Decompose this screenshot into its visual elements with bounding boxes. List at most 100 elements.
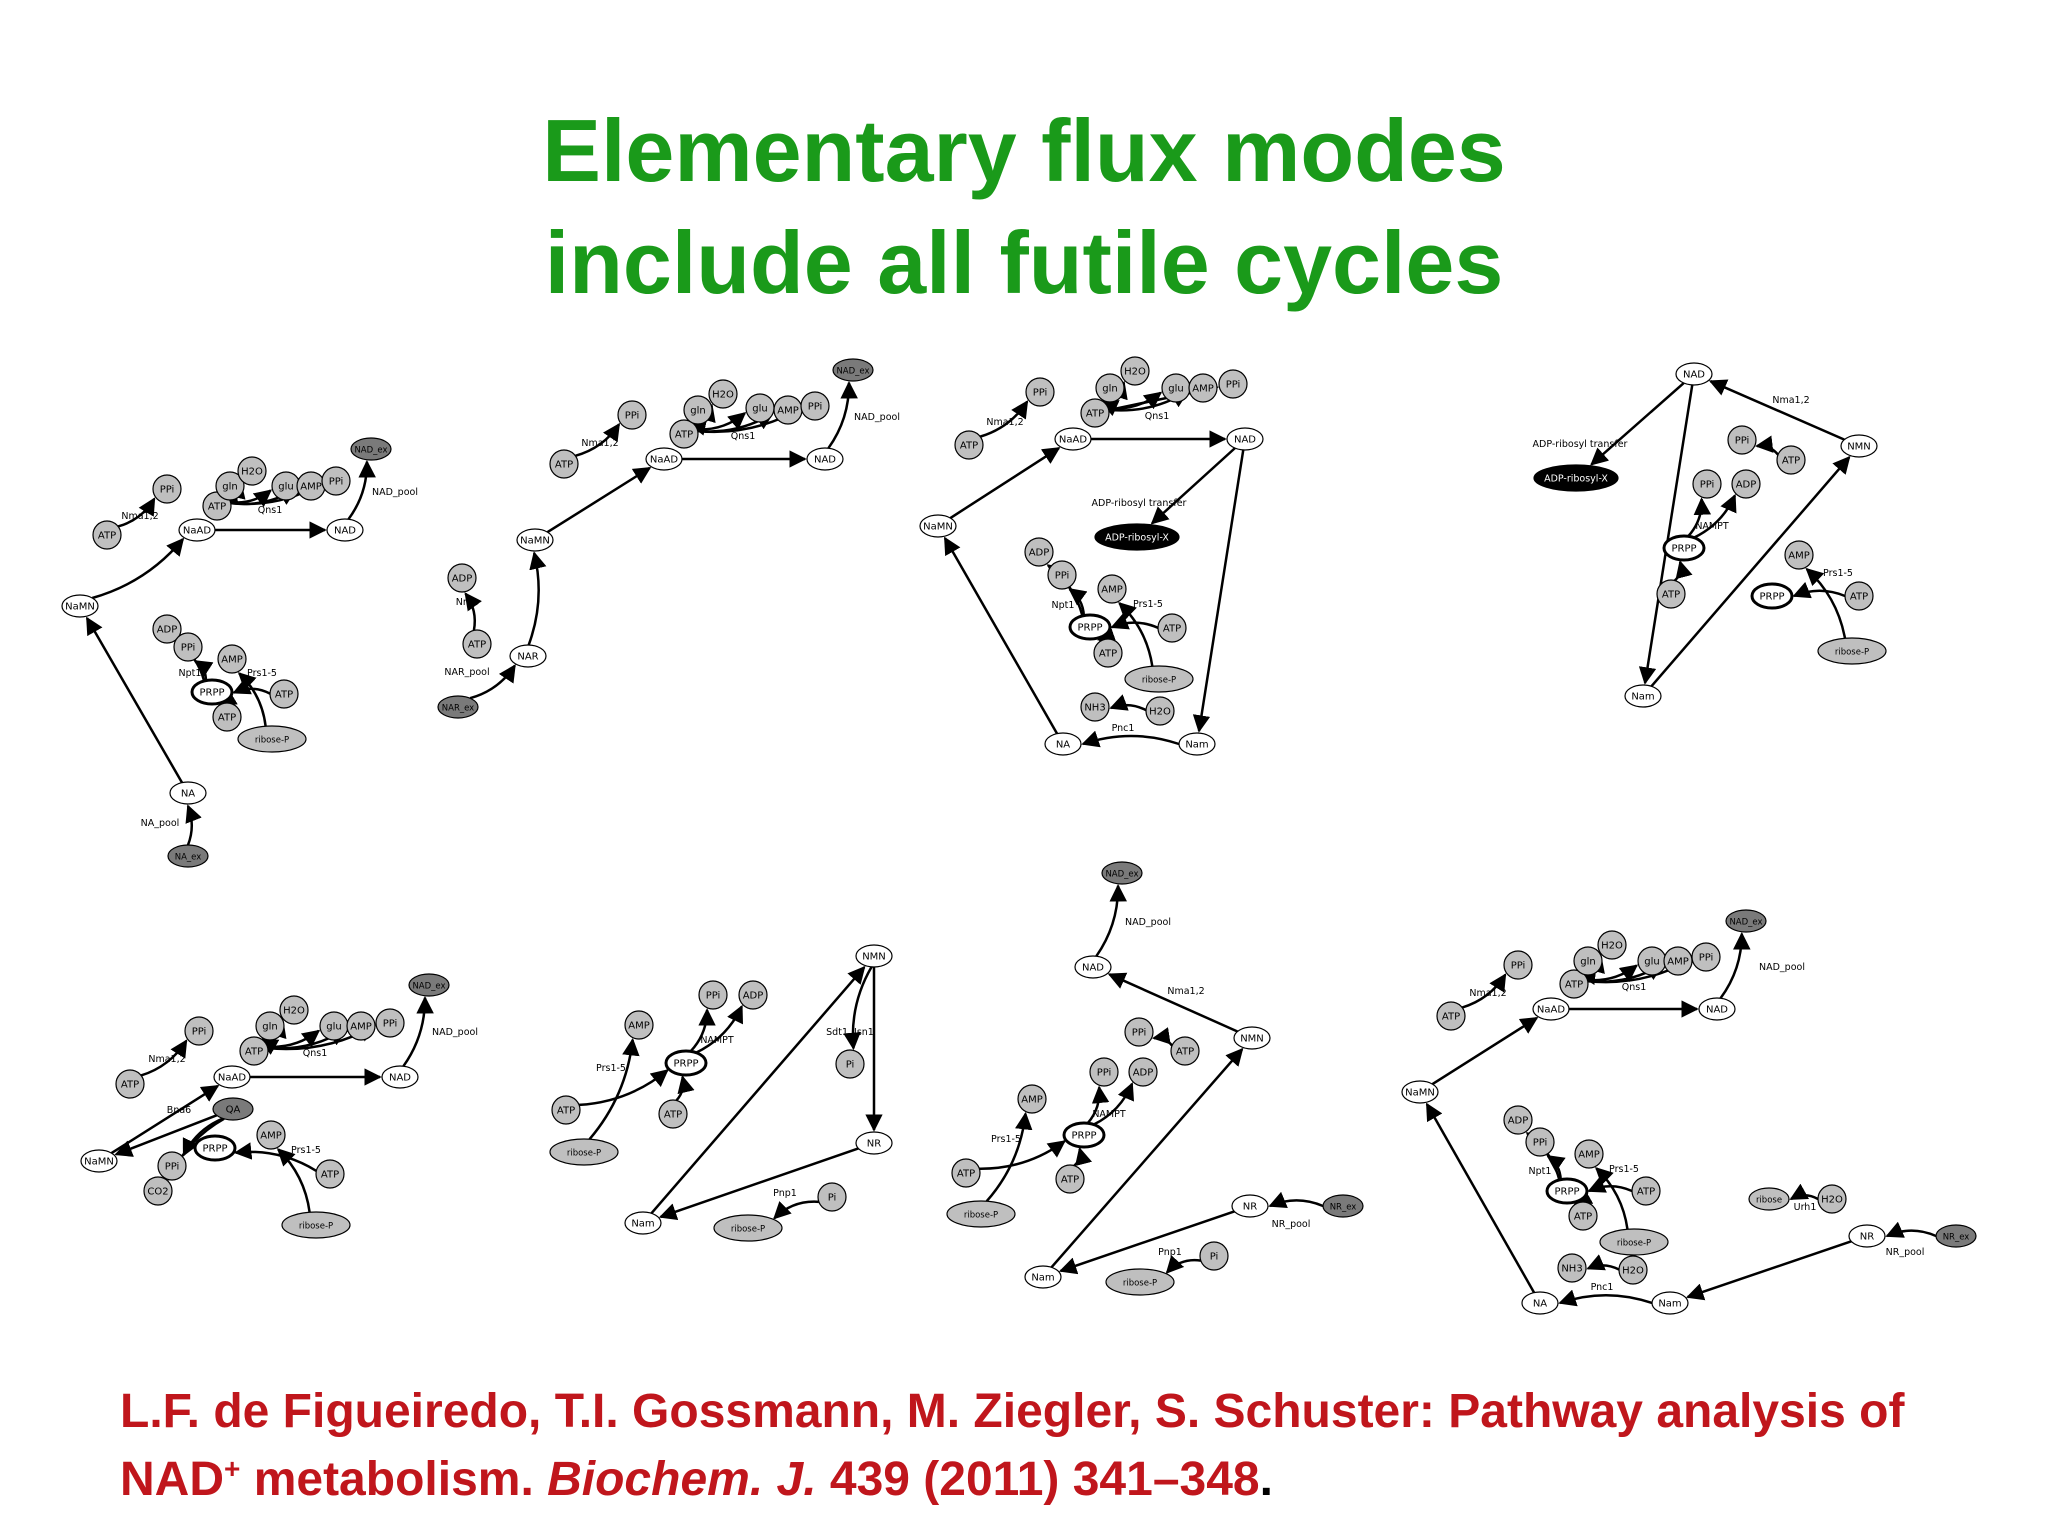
d1-node-na: NA xyxy=(169,781,207,805)
d3-node-atp: ATP xyxy=(1093,638,1123,668)
svg-text:AMP: AMP xyxy=(1788,551,1810,562)
svg-text:ATP: ATP xyxy=(1442,1012,1460,1023)
d7-edge-prpp-to-ppi2 xyxy=(1086,1085,1110,1125)
d3-node-gln: gln xyxy=(1095,373,1125,403)
d1-node-nad: NAD xyxy=(326,518,364,542)
svg-text:NAD: NAD xyxy=(814,455,836,466)
svg-text:ATP: ATP xyxy=(555,460,573,471)
title-line-2: include all futile cycles xyxy=(544,213,1504,312)
svg-text:ATP: ATP xyxy=(960,441,978,452)
title-line-1: Elementary flux modes xyxy=(542,101,1506,200)
d6-edge-prpp-to-ppi xyxy=(689,1008,716,1053)
d8-node-nad-ex: NAD_ex xyxy=(1725,909,1767,933)
d5-node-ppi: PPi xyxy=(157,1151,187,1181)
svg-text:ribose-P: ribose-P xyxy=(567,1149,601,1159)
d7-reaction-label-nr-pool: NR_pool xyxy=(1272,1219,1311,1230)
svg-text:AMP: AMP xyxy=(1101,585,1123,596)
d8-node-h2o: H2O xyxy=(1597,930,1627,960)
d3-node-nam: Nam xyxy=(1178,732,1216,756)
svg-text:QA: QA xyxy=(226,1105,241,1116)
d2-edge-atp3-to-glu xyxy=(697,412,747,431)
d2-edge-nar-to-namn xyxy=(527,551,547,646)
d8-node-atp: ATP xyxy=(1631,1176,1661,1206)
d7-edge-pi-to-ribosep2 xyxy=(1165,1255,1201,1274)
d8-edge-h2o2-to-ribose xyxy=(1789,1183,1819,1201)
svg-text:ATP: ATP xyxy=(1782,456,1800,467)
d5-node-qa: QA xyxy=(212,1097,254,1121)
d3-node-naad: NaAD xyxy=(1054,427,1092,451)
d5-node-glu: glu xyxy=(319,1011,349,1041)
d3-node-nad: NAD xyxy=(1226,427,1264,451)
d5-reaction-label-nad-pool: NAD_pool xyxy=(432,1027,478,1038)
d5-node-prpp: PRPP xyxy=(193,1134,237,1162)
d6-node-nmn: NMN xyxy=(855,944,893,968)
d8-node-ppi: PPi xyxy=(1503,950,1533,980)
d8-edge-nam-to-na xyxy=(1558,1289,1653,1307)
svg-text:H2O: H2O xyxy=(1601,941,1623,952)
d5-node-nad-ex: NAD_ex xyxy=(408,973,450,997)
d7-node-ppi: PPi xyxy=(1089,1057,1119,1087)
d7-reaction-label-prs1-5: Prs1-5 xyxy=(991,1134,1021,1145)
svg-text:NH3: NH3 xyxy=(1561,1264,1582,1275)
d7-node-nad-ex: NAD_ex xyxy=(1101,861,1143,885)
svg-text:gln: gln xyxy=(1580,957,1595,968)
svg-text:ADP: ADP xyxy=(157,625,178,636)
d2-edge-namn-to-naad xyxy=(546,466,652,534)
svg-text:gln: gln xyxy=(690,406,705,417)
d3-edge-nad-to-adpx xyxy=(1150,447,1236,525)
d6-reaction-label-pnp1: Pnp1 xyxy=(773,1188,797,1199)
d1-edge-nad-to-nadex xyxy=(347,459,376,520)
d6-node-ribose-p: ribose-P xyxy=(549,1138,619,1166)
d8-node-h2o: H2O xyxy=(1817,1184,1847,1214)
d6-node-pi: Pi xyxy=(817,1182,847,1212)
d3-reaction-label-prs1-5: Prs1-5 xyxy=(1133,599,1163,610)
d2-edge-atp1-to-adp xyxy=(464,592,482,631)
svg-text:ATP: ATP xyxy=(1061,1175,1079,1186)
d2-reaction-label-qns1: Qns1 xyxy=(731,431,756,442)
d2-node-nar: NAR xyxy=(509,644,547,668)
d1-reaction-label-prs1-5: Prs1-5 xyxy=(247,668,277,679)
d6-edge-prpp-to-adp xyxy=(695,1004,743,1054)
svg-text:NAD: NAD xyxy=(1082,963,1104,974)
d4-edge-ribosep-to-amp xyxy=(1805,567,1847,639)
d6-node-nam: Nam xyxy=(624,1211,662,1235)
svg-text:NaMN: NaMN xyxy=(923,522,953,533)
d3-reaction-label-qns1: Qns1 xyxy=(1145,411,1170,422)
d2-node-nar-ex: NAR_ex xyxy=(437,695,479,719)
d8-node-adp: ADP xyxy=(1503,1105,1533,1135)
svg-text:PPi: PPi xyxy=(706,991,721,1002)
svg-text:ribose-P: ribose-P xyxy=(299,1222,333,1232)
svg-text:ribose-P: ribose-P xyxy=(1123,1279,1157,1289)
svg-text:PPi: PPi xyxy=(1533,1138,1548,1149)
svg-text:PPi: PPi xyxy=(1055,571,1070,582)
d3-edge-nad-to-nam xyxy=(1192,449,1245,733)
d7-node-ppi: PPi xyxy=(1124,1017,1154,1047)
d3-node-ppi: PPi xyxy=(1218,369,1248,399)
svg-text:PPi: PPi xyxy=(329,477,344,488)
d3-node-atp: ATP xyxy=(1157,613,1187,643)
svg-text:PPi: PPi xyxy=(1132,1028,1147,1039)
d4-reaction-label-nampt: NAMPT xyxy=(1695,521,1729,532)
d8-edge-h2o3-to-nh3 xyxy=(1586,1254,1620,1271)
svg-text:ribose-P: ribose-P xyxy=(964,1211,998,1221)
svg-text:ATP: ATP xyxy=(275,690,293,701)
d3-edge-h2o2-to-nh3 xyxy=(1109,694,1147,712)
d7-node-atp: ATP xyxy=(1170,1036,1200,1066)
svg-text:Pi: Pi xyxy=(1210,1252,1219,1263)
svg-text:NAD: NAD xyxy=(1706,1005,1728,1016)
d8-edge-atp1-to-ppi1 xyxy=(1461,973,1507,1009)
citation-journal: Biochem. J. xyxy=(547,1453,817,1506)
d4-edge-nmn-to-nad xyxy=(1708,379,1845,441)
d8-edge-na-to-namn xyxy=(1425,1102,1536,1294)
svg-text:PRPP: PRPP xyxy=(1554,1187,1579,1198)
d7-node-ribose-p: ribose-P xyxy=(1105,1268,1175,1296)
d8-reaction-label-pnc1: Pnc1 xyxy=(1591,1282,1614,1293)
svg-text:NA_ex: NA_ex xyxy=(175,853,202,863)
d2-reaction-label-nrk1: Nrk1 xyxy=(456,597,479,608)
d5-node-naad: NaAD xyxy=(213,1065,251,1089)
d6-node-atp: ATP xyxy=(551,1095,581,1125)
svg-text:Nam: Nam xyxy=(631,1219,654,1230)
d3-node-na: NA xyxy=(1044,732,1082,756)
